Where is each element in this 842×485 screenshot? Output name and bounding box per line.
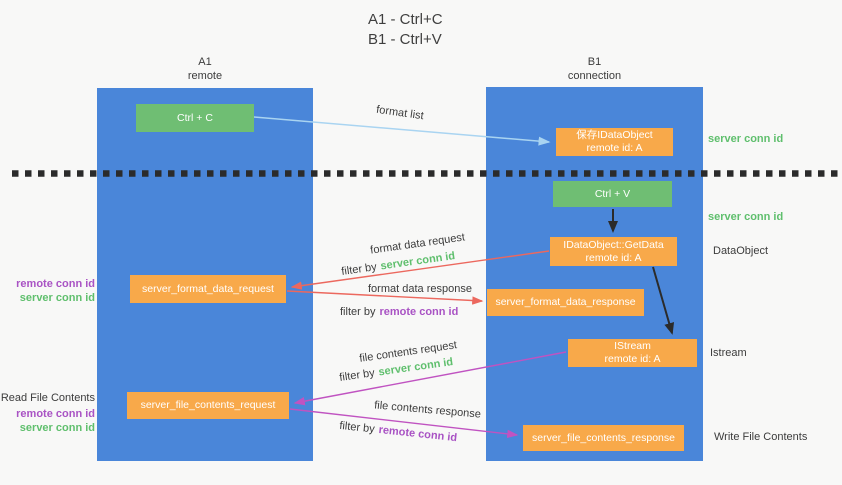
ctrl-v-label: Ctrl + V [594,187,631,200]
getdata-to-istream-arrow [652,266,675,335]
server-format-data-response-box: server_format_data_response [487,289,644,316]
format-data-request-arrow [290,250,550,290]
file-contents-request-arrow [293,351,567,406]
column-a1-name: A1 [198,56,212,68]
ctrl-c-box: Ctrl + C [136,104,254,132]
idataobject-getdata-line2: remote id: A [585,251,642,264]
column-b1-name: B1 [587,56,602,68]
server-format-data-request-label: server_format_data_request [142,282,274,295]
read-file-contents-label: Read File Contents [0,392,95,404]
server-file-contents-response-label: server_file_contents_response [531,431,675,444]
write-file-contents-label: Write File Contents [714,431,808,443]
left-server-conn-id-file: server conn id [19,422,95,434]
server-format-data-request-box: server_format_data_request [130,275,286,303]
page-title: A1 - Ctrl+C B1 - Ctrl+V [368,10,443,50]
server-format-data-response-label: server_format_data_response [495,296,636,308]
server-file-contents-response-box: server_file_contents_response [523,425,684,451]
right-server-conn-id-top: server conn id [708,133,784,145]
idataobject-getdata-line1: IDataObject::GetData [563,238,664,251]
right-server-conn-id-mid: server conn id [708,211,784,223]
title-line-1: A1 - Ctrl+C [368,11,443,28]
column-b1-header: B1 connection [486,55,703,83]
istream-line1: IStream [614,340,651,352]
format-data-response-label: format data response [368,283,472,295]
istream-box: IStream remote id: A [568,339,697,367]
left-server-conn-id-format: server conn id [19,292,95,304]
column-a1-header: A1 remote [97,55,313,83]
save-idataobject-line1: 保存IDataObject [576,129,653,141]
column-a1-subtitle: remote [187,70,223,82]
ctrl-v-box: Ctrl + V [553,181,672,207]
format-list-arrow [253,116,551,146]
server-file-contents-request-label: server_file_contents_request [140,399,276,411]
format-data-response-arrow [286,290,484,305]
save-idataobject-box: 保存IDataObject remote id: A [556,128,673,156]
file-contents-response-arrow [289,408,519,439]
filter-by-text: filter by [338,419,376,436]
idataobject-getdata-box: IDataObject::GetData remote id: A [550,237,677,266]
column-b1-subtitle: connection [567,70,622,82]
istream-side-label: Istream [710,347,747,359]
filter-by-text: filter by [340,306,376,318]
remote-conn-id-text: remote conn id [379,306,459,318]
dataobject-label: DataObject [713,245,769,257]
istream-line2: remote id: A [604,353,661,365]
server-file-contents-request-box: server_file_contents_request [127,392,289,419]
ctrl-c-label: Ctrl + C [177,111,213,124]
left-remote-conn-id-format: remote conn id [16,278,95,290]
title-line-2: B1 - Ctrl+V [368,31,442,48]
left-remote-conn-id-file: remote conn id [16,408,95,420]
save-idataobject-line2: remote id: A [586,142,643,154]
